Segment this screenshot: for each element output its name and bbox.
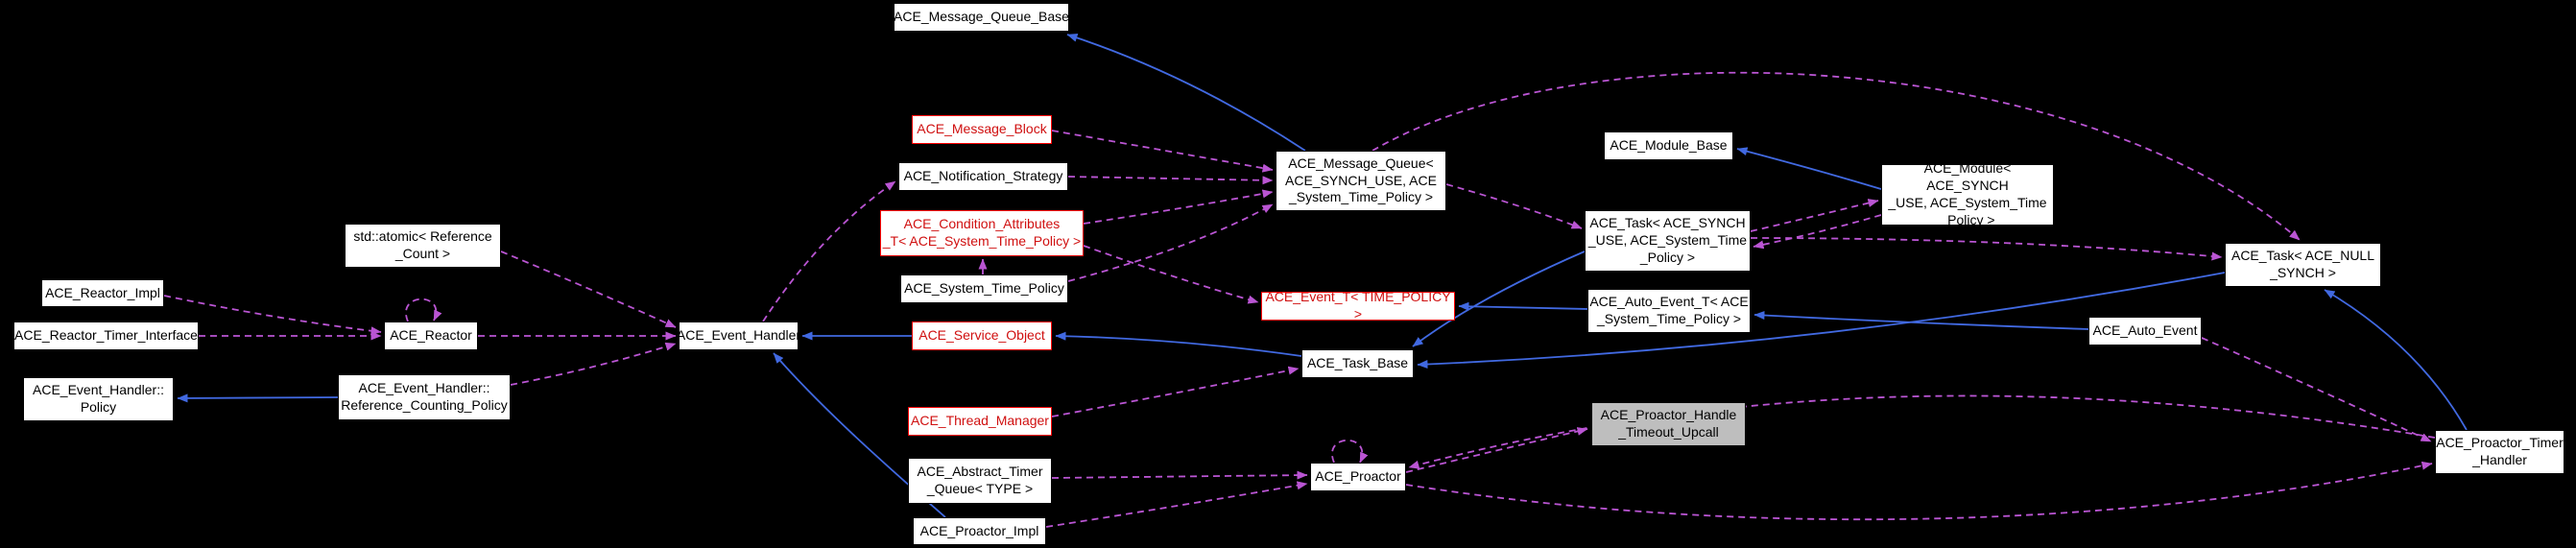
edge-notification-strategy-to-message-queue [1067, 176, 1274, 185]
class-node-eh-policy[interactable]: ACE_Event_Handler:: Policy [23, 377, 174, 421]
class-node-abstract-timer-queue[interactable]: ACE_Abstract_Timer _Queue< TYPE > [908, 458, 1052, 504]
class-node-message-queue[interactable]: ACE_Message_Queue< ACE_SYNCH_USE, ACE _S… [1276, 151, 1446, 211]
class-node-proactor-impl[interactable]: ACE_Proactor_Impl [913, 517, 1046, 545]
edge-eh-ref-counting-policy-to-event-handler [510, 342, 677, 386]
class-node-msg-queue-base[interactable]: ACE_Message_Queue_Base [894, 3, 1069, 32]
class-node-reactor-timer-interface[interactable]: ACE_Reactor_Timer_Interface [13, 322, 199, 350]
edge-message-block-to-message-queue [1051, 130, 1274, 173]
class-node-auto-event[interactable]: ACE_Auto_Event [2088, 317, 2202, 345]
edge-auto-event-t-to-event-t [1458, 301, 1588, 311]
edge-task-synch-to-task-null-synch [1750, 237, 2223, 261]
edge-message-queue-to-task-null-synch [1371, 71, 2301, 241]
class-node-event-handler[interactable]: ACE_Event_Handler [677, 322, 800, 350]
class-node-task-synch[interactable]: ACE_Task< ACE_SYNCH _USE, ACE_System_Tim… [1585, 210, 1751, 272]
edge-proactor-timer-handler-to-task-null-synch [2324, 289, 2468, 431]
class-node-message-block[interactable]: ACE_Message_Block [912, 115, 1052, 144]
class-node-reactor[interactable]: ACE_Reactor [384, 322, 478, 350]
class-node-auto-event-t[interactable]: ACE_Auto_Event_T< ACE _System_Time_Polic… [1587, 289, 1751, 333]
class-node-eh-ref-counting-policy[interactable]: ACE_Event_Handler:: Reference_Counting_P… [338, 374, 511, 420]
edge-task-base-to-service-object [1055, 331, 1302, 357]
edge-system-time-policy-to-message-queue [1067, 203, 1274, 282]
class-node-proactor[interactable]: ACE_Proactor [1310, 463, 1406, 491]
edge-proactor-to-proactor-handle-timeout-upcall [1405, 427, 1588, 473]
edge-abstract-timer-queue-to-proactor [1051, 470, 1308, 480]
class-node-notification-strategy[interactable]: ACE_Notification_Strategy [898, 162, 1068, 191]
edge-auto-event-to-auto-event-t [1753, 311, 2089, 330]
edge-condition-attributes-to-message-queue [1083, 189, 1274, 225]
edge-message-queue-to-msg-queue-base [1066, 33, 1306, 152]
edge-reactor-to-reactor [405, 298, 442, 322]
edge-condition-attributes-to-event-t [1083, 245, 1259, 304]
edge-task-null-synch-to-task-base [1417, 272, 2226, 369]
edge-std-atomic-to-event-handler [500, 250, 677, 328]
class-node-service-object[interactable]: ACE_Service_Object [912, 322, 1052, 350]
class-node-proactor-handle-timeout-upcall: ACE_Proactor_Handle _Timeout_Upcall [1591, 402, 1746, 446]
edge-eh-ref-counting-policy-to-eh-policy [177, 393, 339, 403]
class-node-proactor-timer-handler[interactable]: ACE_Proactor_Timer _Handler [2435, 430, 2564, 474]
class-node-event-t[interactable]: ACE_Event_T< TIME_POLICY > [1261, 289, 1455, 322]
edge-auto-event-to-proactor-timer-handler [2201, 337, 2432, 442]
edge-task-synch-to-module [1750, 199, 1879, 232]
edge-proactor-to-proactor [1331, 439, 1369, 464]
edge-module-to-task-synch [1753, 214, 1882, 250]
class-node-reactor-impl[interactable]: ACE_Reactor_Impl [41, 279, 164, 307]
class-node-thread-manager[interactable]: ACE_Thread_Manager [908, 407, 1052, 436]
class-node-module[interactable]: ACE_Module< ACE_SYNCH _USE, ACE_System_T… [1881, 160, 2054, 227]
edge-task-synch-to-task-base [1412, 250, 1586, 347]
class-node-task-null-synch[interactable]: ACE_Task< ACE_NULL _SYNCH > [2225, 243, 2381, 287]
edge-thread-manager-to-task-base [1051, 366, 1300, 417]
class-node-system-time-policy[interactable]: ACE_System_Time_Policy [900, 274, 1068, 303]
edge-message-queue-to-task-synch [1445, 183, 1583, 229]
edge-proactor-to-proactor-timer-handler [1405, 461, 2433, 521]
class-node-task-base[interactable]: ACE_Task_Base [1301, 349, 1414, 378]
edge-proactor-timer-handler-to-proactor [1408, 394, 2436, 469]
edge-reactor-impl-to-reactor [163, 295, 382, 336]
class-node-std-atomic[interactable]: std::atomic< Reference _Count > [345, 224, 501, 268]
edge-proactor-impl-to-proactor [1045, 481, 1308, 528]
class-node-module-base[interactable]: ACE_Module_Base [1604, 131, 1733, 160]
edge-event-handler-to-notification-strategy [762, 180, 896, 322]
class-node-condition-attributes[interactable]: ACE_Condition_Attributes _T< ACE_System_… [880, 210, 1084, 256]
edge-module-to-module-base [1736, 147, 1882, 190]
